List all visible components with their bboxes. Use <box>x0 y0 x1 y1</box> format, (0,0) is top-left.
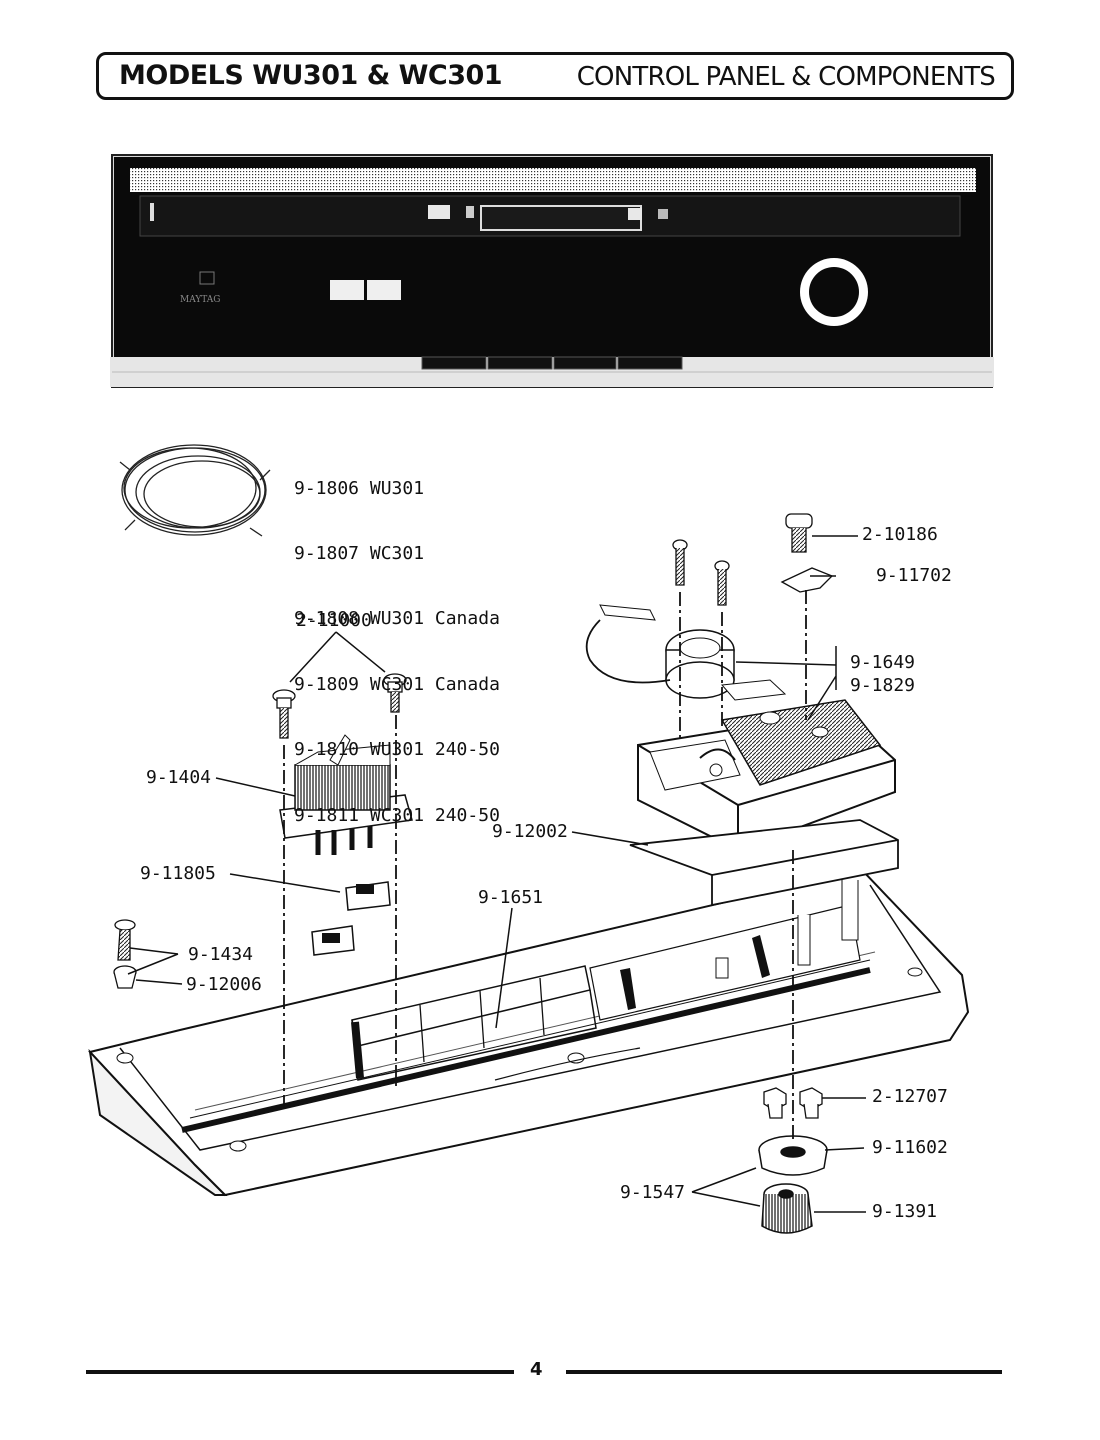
label-9-11602: 9-11602 <box>872 1137 948 1158</box>
harness-item: 9-1807 WC301 <box>294 542 425 564</box>
label-9-12002: 9-12002 <box>492 821 568 842</box>
screw-9-1434 <box>113 919 137 989</box>
panel-brand-text: MAYTAG <box>180 295 221 305</box>
screws-timer <box>672 539 730 606</box>
switch-9-1404 <box>279 734 413 855</box>
knob-assembly <box>758 1135 828 1234</box>
label-9-1547: 9-1547 <box>620 1182 686 1203</box>
label-9-1391: 9-1391 <box>872 1201 938 1222</box>
screw-2-10186 <box>780 513 834 593</box>
label-9-1404: 9-1404 <box>146 767 212 788</box>
timer-housing <box>637 699 896 852</box>
label-9-1651: 9-1651 <box>478 887 544 908</box>
label-9-1649: 9-1649 <box>850 652 916 673</box>
models-title: MODELS WU301 & WC301 <box>119 60 503 91</box>
shield-plate <box>629 819 899 907</box>
label-2-11000: 2-11000 <box>296 610 372 631</box>
label-2-12707: 2-12707 <box>872 1086 948 1107</box>
harness-item: 9-1808 WU301 Canada <box>294 608 500 630</box>
harness-item: 9-1811 WC301 240-50 <box>294 804 500 826</box>
timer-assembly <box>585 604 787 701</box>
assembly-lines <box>283 590 807 1140</box>
harness-item: 9-1810 WU301 240-50 <box>294 739 500 761</box>
leader-lines <box>127 535 866 1213</box>
nuts-2-12707 <box>763 1087 823 1119</box>
harness-item: 9-1809 WC301 Canada <box>294 673 500 695</box>
footer-rule-left <box>86 1370 514 1374</box>
section-title: CONTROL PANEL & COMPONENTS <box>576 62 996 92</box>
header-frame: MODELS WU301 & WC301 CONTROL PANEL & COM… <box>96 52 1014 100</box>
label-9-11702: 9-11702 <box>876 565 952 586</box>
label-9-11805: 9-11805 <box>140 863 216 884</box>
page-number: 4 <box>530 1359 543 1380</box>
label-9-1829: 9-1829 <box>850 675 916 696</box>
base-tray <box>88 868 970 1197</box>
terminal-blocks <box>311 881 391 956</box>
control-panel-photo: MAYTAG <box>110 154 994 388</box>
harness-item: 9-1806 WU301 <box>294 477 425 499</box>
label-9-12006: 9-12006 <box>186 974 262 995</box>
screws-2-11000 <box>272 673 407 739</box>
footer-rule-right <box>566 1370 1002 1374</box>
label-9-1434: 9-1434 <box>188 944 254 965</box>
wiring-harness <box>119 444 271 537</box>
label-2-10186: 2-10186 <box>862 524 938 545</box>
harness-model-list: 9-1806 WU301 9-1807 WC301 9-1808 WU301 C… <box>294 434 500 848</box>
